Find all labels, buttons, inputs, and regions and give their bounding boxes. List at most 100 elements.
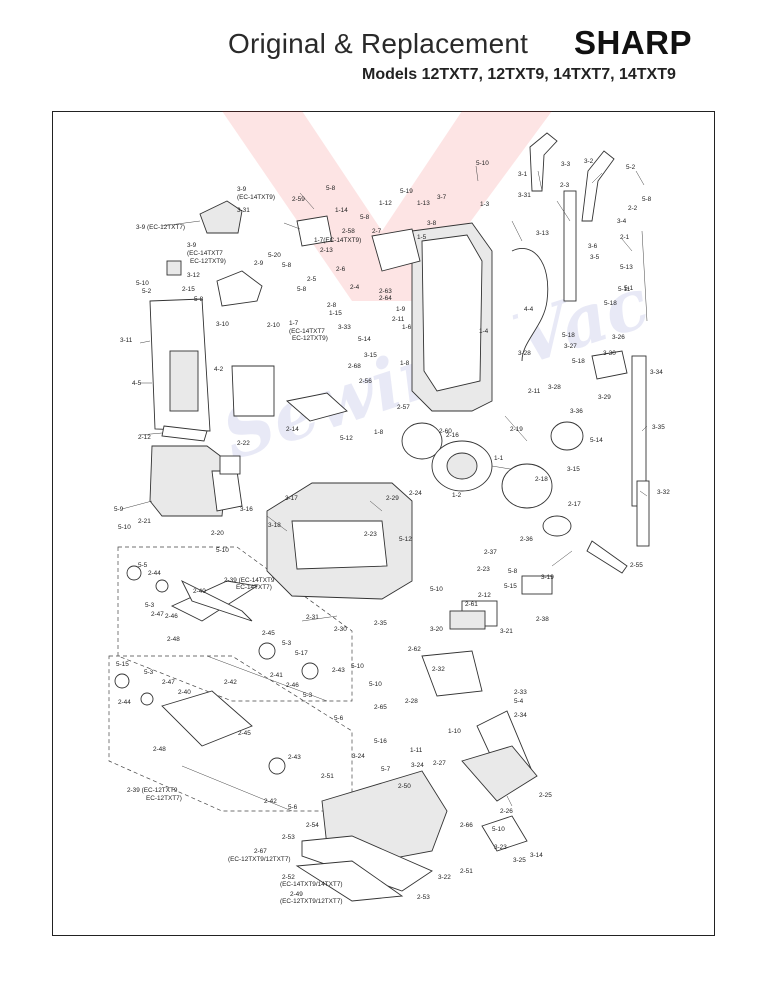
leader-lines [121, 165, 648, 807]
part-label: 3-12 [187, 272, 200, 279]
part-label: 5-10 [369, 681, 382, 688]
part-label: 2-23 [364, 531, 377, 538]
part-label: 3-19 [541, 574, 554, 581]
part-label: 3-8 [427, 220, 437, 227]
part-label: 3-13 [536, 230, 549, 237]
part-label: (EC-14TXT7 [187, 250, 223, 257]
part-label: 3-16 [240, 506, 253, 513]
part-label: 2-40 [193, 588, 206, 595]
part-label: 3-20 [430, 626, 443, 633]
part-label: 3-24 [352, 753, 365, 760]
part-label: 3-3 [561, 161, 571, 168]
part-label: 5-10 [136, 280, 149, 287]
part-label: 2-23 [477, 566, 490, 573]
part-label: 5-8 [297, 286, 307, 293]
part-label: 1-2 [452, 492, 462, 499]
part-label: 2-46 [286, 682, 299, 689]
part-label: 2-1 [620, 234, 630, 241]
part-label: 2-59 [292, 196, 305, 203]
part-label: 2-60 [439, 428, 452, 435]
part-label: 2-29 [386, 495, 399, 502]
part-label: 1-12 [379, 200, 392, 207]
part-label: 2-18 [535, 476, 548, 483]
part-label: 2-48 [167, 636, 180, 643]
part-label: 2-68 [348, 363, 361, 370]
part-label: 5-2 [142, 288, 152, 295]
part-label: 2-42 [264, 798, 277, 805]
part-label: 3-7 [437, 194, 447, 201]
part-label: 2-63 [379, 288, 392, 295]
part-label: 2-4 [350, 284, 360, 291]
part-label: 2-42 [224, 679, 237, 686]
part-label: 3-31 [237, 207, 250, 214]
part-label: 5-8 [326, 185, 336, 192]
part-label: 5-17 [295, 650, 308, 657]
part-label: 2-43 [288, 754, 301, 761]
part-label: 3-21 [500, 628, 513, 635]
part-label: 5-14 [590, 437, 603, 444]
part-label: 1-6 [402, 324, 412, 331]
part-label: 3-15 [567, 466, 580, 473]
part-label: 2-31 [306, 614, 319, 621]
part-label: 5-14 [358, 336, 371, 343]
part-label: 3-33 [338, 324, 351, 331]
part-label: 2-12 [478, 592, 491, 599]
part-label: 2-9 [254, 260, 264, 267]
part-label: 3-9 [237, 186, 247, 193]
part-label: 2-67 [254, 848, 267, 855]
part-label: 5-10 [351, 663, 364, 670]
part-label: 5-10 [216, 547, 229, 554]
part-label: 3-26 [612, 334, 625, 341]
part-label: 2-54 [306, 822, 319, 829]
part-label: 5-12 [340, 435, 353, 442]
part-label: 2-33 [514, 689, 527, 696]
part-label: 5-12 [399, 536, 412, 543]
part-label: 5-18 [604, 300, 617, 307]
part-label: 2-45 [238, 730, 251, 737]
part-label: 3-34 [650, 369, 663, 376]
part-label: 5-15 [116, 661, 129, 668]
part-label: 1-7 [289, 320, 299, 327]
part-label: 2-50 [398, 783, 411, 790]
part-label: 4-5 [132, 380, 142, 387]
part-label: 5-20 [268, 252, 281, 259]
page-title: Original & Replacement [228, 28, 529, 59]
part-label: 3-9 [187, 242, 197, 249]
part-label: 2-8 [327, 302, 337, 309]
part-label: 2-10 [267, 322, 280, 329]
part-label: 3-18 [268, 522, 281, 529]
part-label: 3-4 [617, 218, 627, 225]
part-label: 5-1 [624, 285, 634, 292]
part-label: EC-14TXT7) [236, 584, 272, 591]
part-label: 2-52 [282, 874, 295, 881]
part-label: 5-8 [194, 296, 204, 303]
part-label: 5-8 [642, 196, 652, 203]
part-label: 2-13 [320, 247, 333, 254]
part-label: 5-18 [562, 332, 575, 339]
part-label: 2-5 [307, 276, 317, 283]
part-label: 1-9 [396, 306, 406, 313]
part-label: 3-15 [364, 352, 377, 359]
part-label: 5-10 [118, 524, 131, 531]
part-label: 2-34 [514, 712, 527, 719]
part-label: 2-6 [336, 266, 346, 273]
part-label: 2-53 [282, 834, 295, 841]
part-label: 2-14 [286, 426, 299, 433]
part-label: 1-5 [417, 234, 427, 241]
part-label: 4-2 [214, 366, 224, 373]
part-label: 5-6 [288, 804, 298, 811]
part-label: 2-58 [342, 228, 355, 235]
brand-logo-text: SHARP [574, 24, 693, 61]
part-label: 5-18 [572, 358, 585, 365]
part-label: 2-38 [536, 616, 549, 623]
part-label: 5-2 [626, 164, 636, 171]
part-label: 2-11 [528, 388, 541, 395]
part-label: 2-64 [379, 295, 392, 302]
part-label: 3-14 [530, 852, 543, 859]
part-label: 2-28 [405, 698, 418, 705]
part-label: 5-3 [144, 669, 154, 676]
part-label: 5-10 [476, 160, 489, 167]
parts [114, 132, 650, 902]
part-label: 2-11 [392, 316, 405, 323]
part-label: 2-45 [262, 630, 275, 637]
